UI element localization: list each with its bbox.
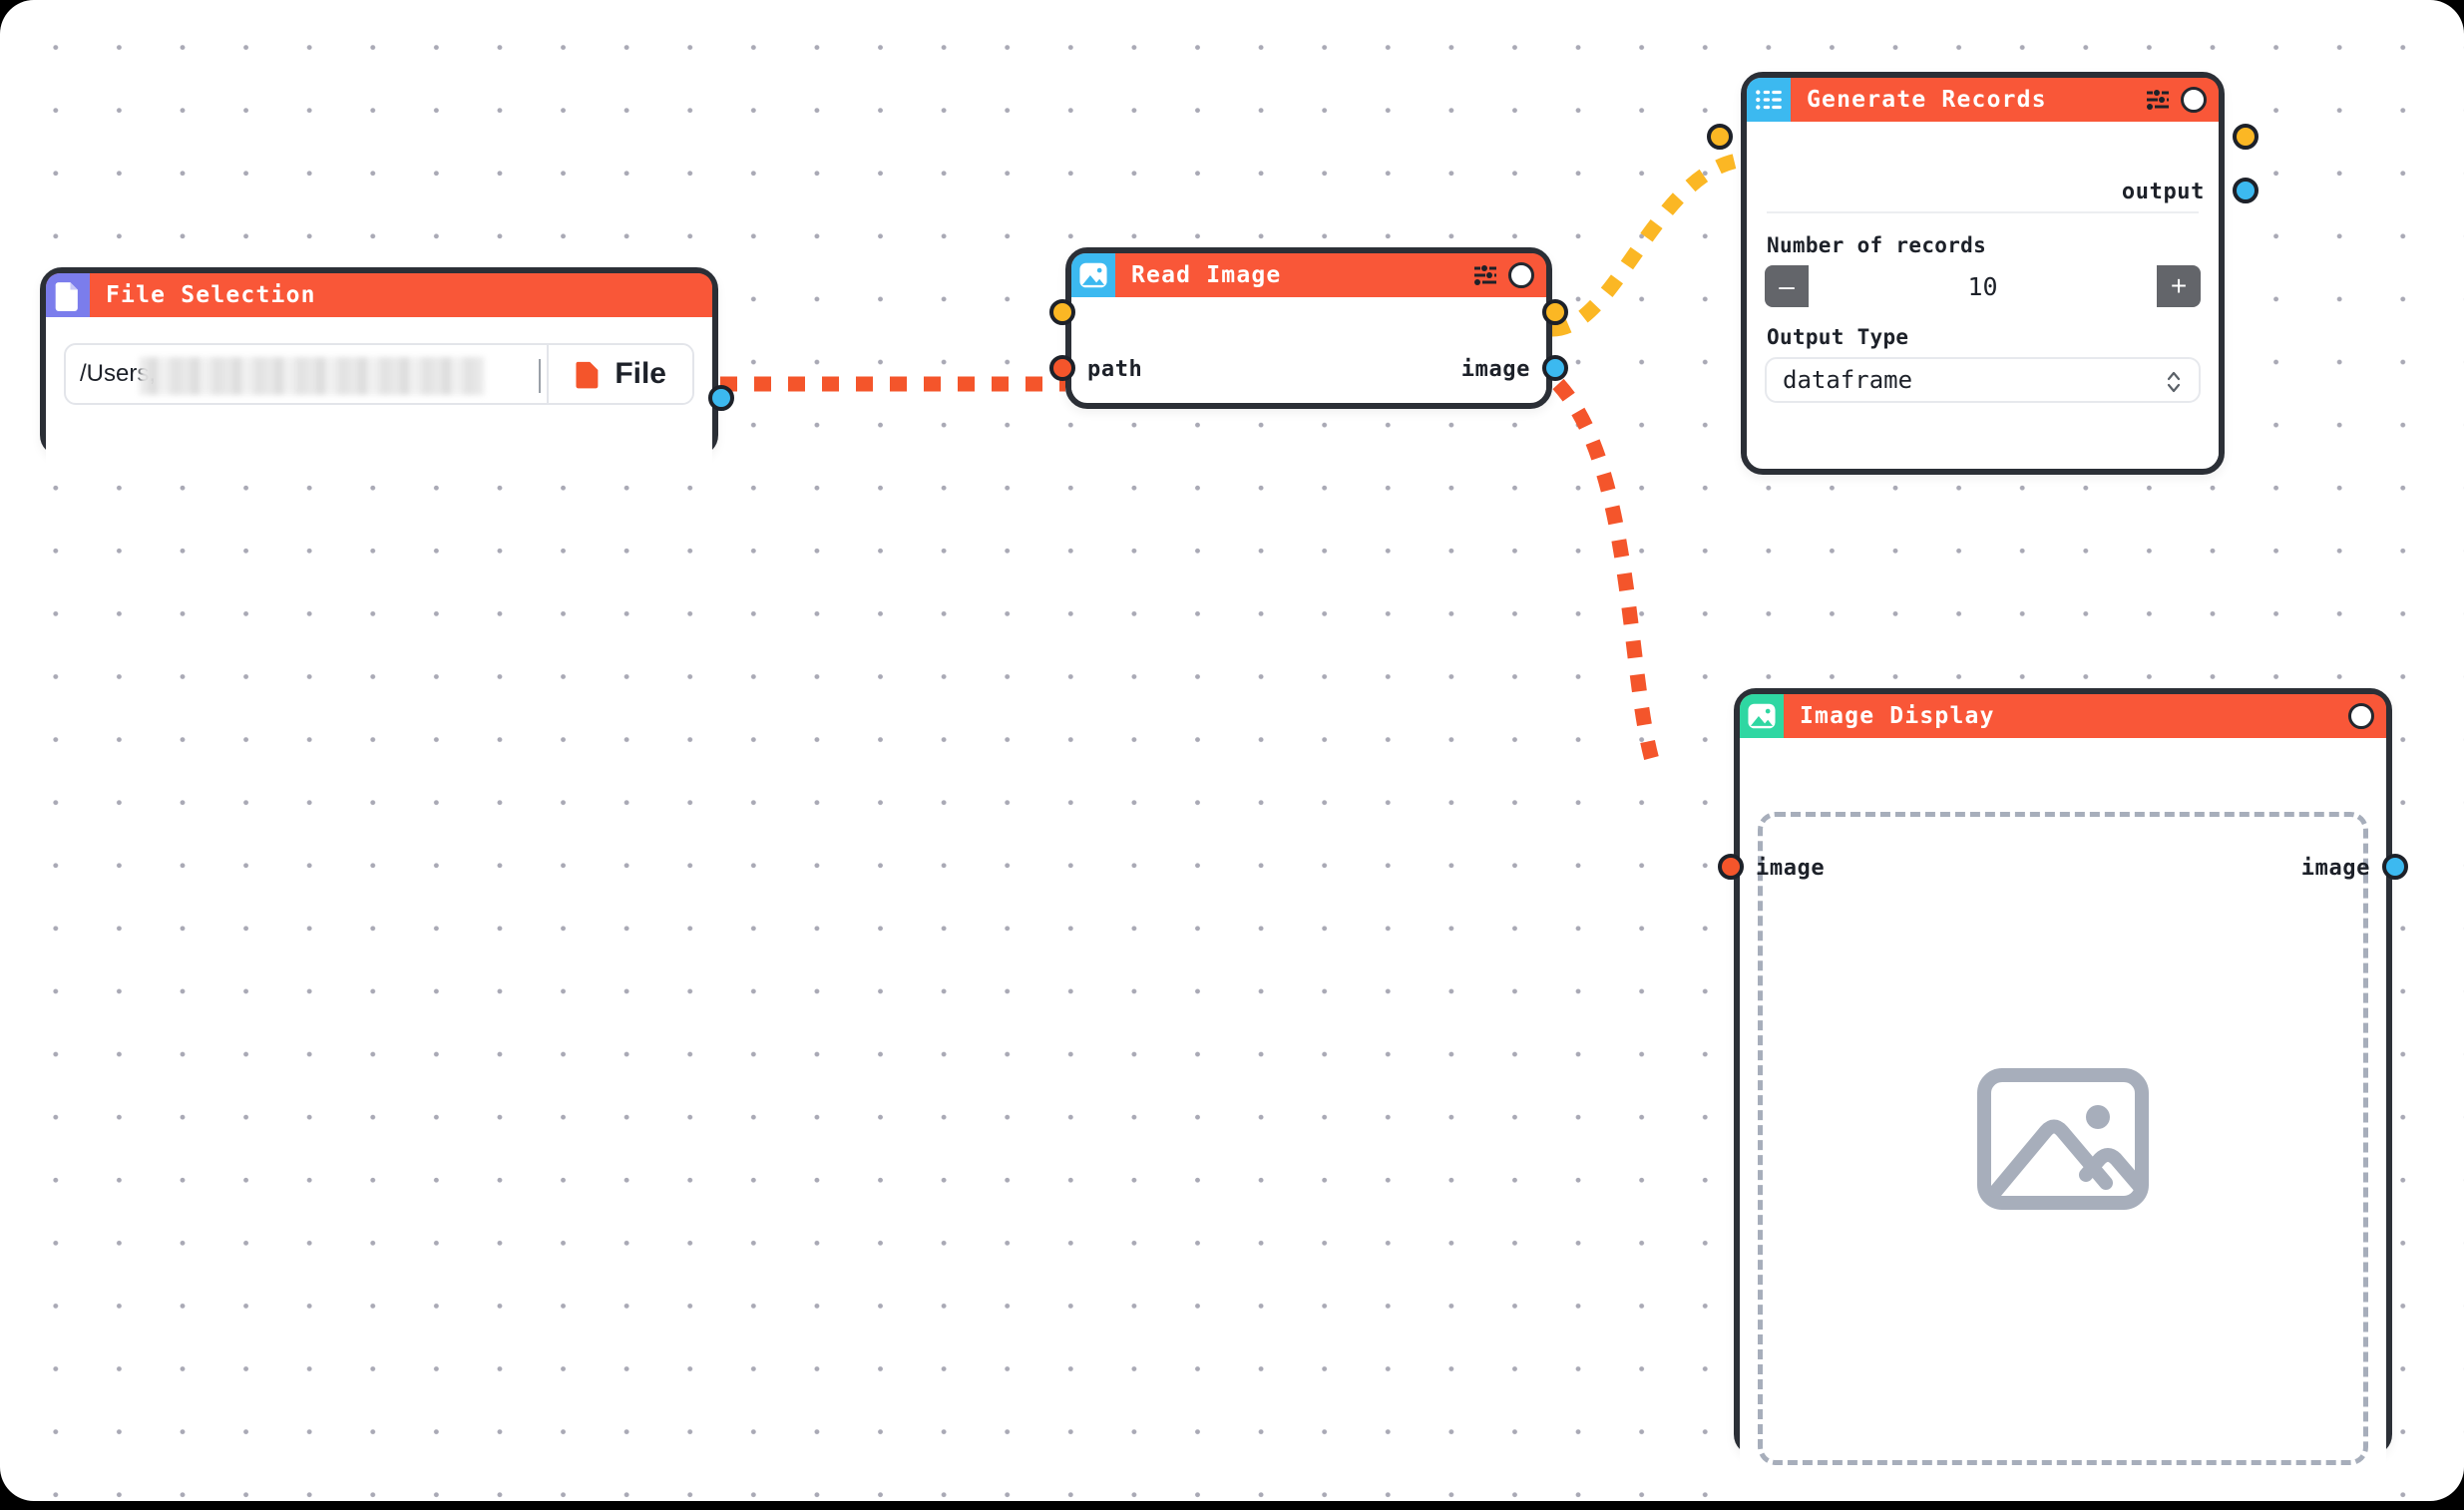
node-body: path image xyxy=(1049,297,1568,401)
settings-sliders-icon[interactable] xyxy=(1472,263,1498,287)
field-label-number-of-records: Number of records xyxy=(1767,233,1987,257)
status-indicator[interactable] xyxy=(2181,87,2207,113)
output-type-select[interactable]: dataframe xyxy=(1765,357,2201,403)
port-image-display-image-in[interactable] xyxy=(1718,854,1744,880)
node-body: output Number of records – 10 + Output T… xyxy=(1707,122,2259,467)
node-image-display[interactable]: Image Display image image xyxy=(1718,688,2408,1501)
port-label-image: image xyxy=(1460,357,1530,382)
section-divider xyxy=(1767,211,2199,213)
field-label-output-type: Output Type xyxy=(1767,325,1909,349)
image-preview-dropzone[interactable] xyxy=(1758,812,2368,1465)
port-read-image-path[interactable] xyxy=(1049,355,1075,381)
node-title: File Selection xyxy=(106,282,316,308)
node-header[interactable]: Read Image xyxy=(1071,253,1546,297)
redacted-path-region xyxy=(140,357,484,395)
node-title: Generate Records xyxy=(1807,87,2047,113)
text-caret xyxy=(539,359,542,393)
decrement-button[interactable]: – xyxy=(1765,265,1809,307)
list-icon xyxy=(1747,78,1791,122)
number-of-records-stepper[interactable]: – 10 + xyxy=(1765,265,2201,307)
settings-sliders-icon[interactable] xyxy=(2145,88,2171,112)
image-icon xyxy=(1071,253,1115,297)
port-label-image-in: image xyxy=(1756,856,1826,881)
number-of-records-value[interactable]: 10 xyxy=(1809,265,2157,307)
port-image-display-image-out[interactable] xyxy=(2382,854,2408,880)
node-header[interactable]: File Selection xyxy=(46,273,712,317)
choose-file-label: File xyxy=(615,357,666,390)
port-read-image-image[interactable] xyxy=(1542,355,1568,381)
edge-readimage-to-display xyxy=(1552,378,1664,776)
port-label-path: path xyxy=(1087,357,1143,382)
node-body: /Users, File xyxy=(46,343,734,475)
chevron-updown-icon xyxy=(2167,371,2181,393)
node-header[interactable]: Generate Records xyxy=(1747,78,2219,122)
port-generate-records-control-in[interactable] xyxy=(1707,124,1733,150)
node-header[interactable]: Image Display xyxy=(1740,694,2386,738)
list-icon-glyph xyxy=(1756,90,1782,110)
edge-readimage-to-generate xyxy=(1551,152,1746,337)
image-icon xyxy=(1740,694,1784,738)
document-icon xyxy=(46,273,90,317)
node-read-image[interactable]: Read Image path image xyxy=(1049,247,1568,409)
file-path-row[interactable]: /Users, File xyxy=(64,343,694,405)
port-label-image-out: image xyxy=(2300,856,2370,881)
image-icon-glyph xyxy=(1748,703,1776,729)
header-controls[interactable] xyxy=(2145,87,2219,113)
file-path-input[interactable]: /Users, xyxy=(66,345,547,403)
status-indicator[interactable] xyxy=(2348,703,2374,729)
increment-button[interactable]: + xyxy=(2157,265,2201,307)
node-generate-records[interactable]: Generate Records output xyxy=(1707,72,2259,475)
port-label-output: output xyxy=(2121,180,2205,204)
node-title: Image Display xyxy=(1800,703,1995,729)
file-icon xyxy=(576,361,599,389)
status-indicator[interactable] xyxy=(1508,262,1534,288)
header-controls[interactable] xyxy=(2348,703,2386,729)
document-icon-glyph xyxy=(55,282,78,311)
port-read-image-control-in[interactable] xyxy=(1049,299,1075,325)
choose-file-button[interactable]: File xyxy=(547,345,692,403)
image-icon-glyph xyxy=(1079,262,1107,288)
node-body: image image xyxy=(1718,812,2408,1501)
node-title: Read Image xyxy=(1131,262,1282,288)
port-generate-records-output[interactable] xyxy=(2233,178,2259,203)
port-read-image-control-out[interactable] xyxy=(1542,299,1568,325)
port-file-selection-output[interactable] xyxy=(708,385,734,411)
image-placeholder-icon xyxy=(1977,1067,2149,1210)
header-controls[interactable] xyxy=(1472,262,1546,288)
port-generate-records-control-out[interactable] xyxy=(2233,124,2259,150)
output-type-value: dataframe xyxy=(1783,366,1913,394)
node-file-selection[interactable]: File Selection /Users, File xyxy=(40,267,734,475)
